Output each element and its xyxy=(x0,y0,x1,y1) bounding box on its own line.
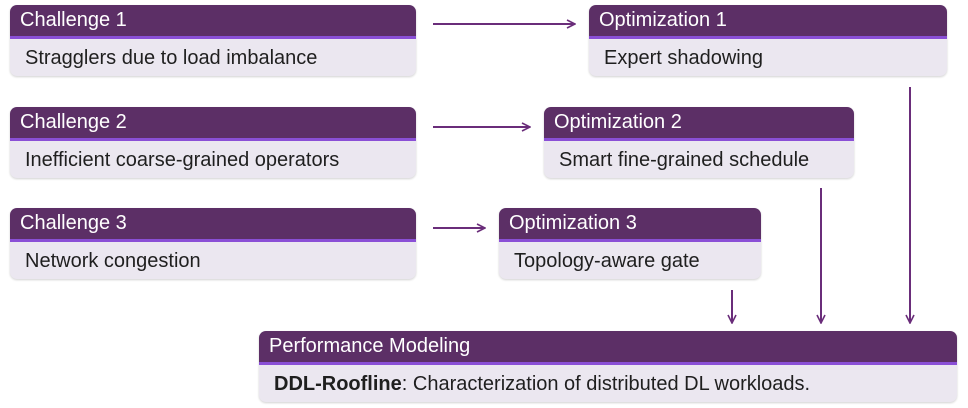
performance-modeling-title: Performance Modeling xyxy=(259,331,957,365)
challenge-1-title: Challenge 1 xyxy=(10,5,416,39)
optimization-1-text: Expert shadowing xyxy=(604,47,763,69)
optimization-2-title: Optimization 2 xyxy=(544,107,854,141)
challenge-3-text: Network congestion xyxy=(25,250,201,272)
optimization-2-box: Optimization 2 Smart fine-grained schedu… xyxy=(544,107,854,178)
optimization-3-box: Optimization 3 Topology-aware gate xyxy=(499,208,761,279)
performance-description: : Characterization of distributed DL wor… xyxy=(401,373,811,395)
challenge-3-box: Challenge 3 Network congestion xyxy=(10,208,416,279)
optimization-1-title: Optimization 1 xyxy=(589,5,947,39)
optimization-3-title: Optimization 3 xyxy=(499,208,761,242)
challenge-2-text: Inefficient coarse-grained operators xyxy=(25,149,340,171)
challenge-1-text: Stragglers due to load imbalance xyxy=(25,47,318,69)
optimization-1-box: Optimization 1 Expert shadowing xyxy=(589,5,947,76)
challenge-3-title: Challenge 3 xyxy=(10,208,416,242)
optimization-3-text: Topology-aware gate xyxy=(514,250,700,272)
challenge-1-box: Challenge 1 Stragglers due to load imbal… xyxy=(10,5,416,76)
optimization-2-text: Smart fine-grained schedule xyxy=(559,149,810,171)
challenge-2-box: Challenge 2 Inefficient coarse-grained o… xyxy=(10,107,416,178)
performance-modeling-box: Performance Modeling DDL-Roofline: Chara… xyxy=(259,331,957,402)
ddl-roofline-label: DDL-Roofline xyxy=(274,373,402,395)
performance-modeling-text: DDL-Roofline: Characterization of distri… xyxy=(259,365,957,402)
challenge-2-title: Challenge 2 xyxy=(10,107,416,141)
